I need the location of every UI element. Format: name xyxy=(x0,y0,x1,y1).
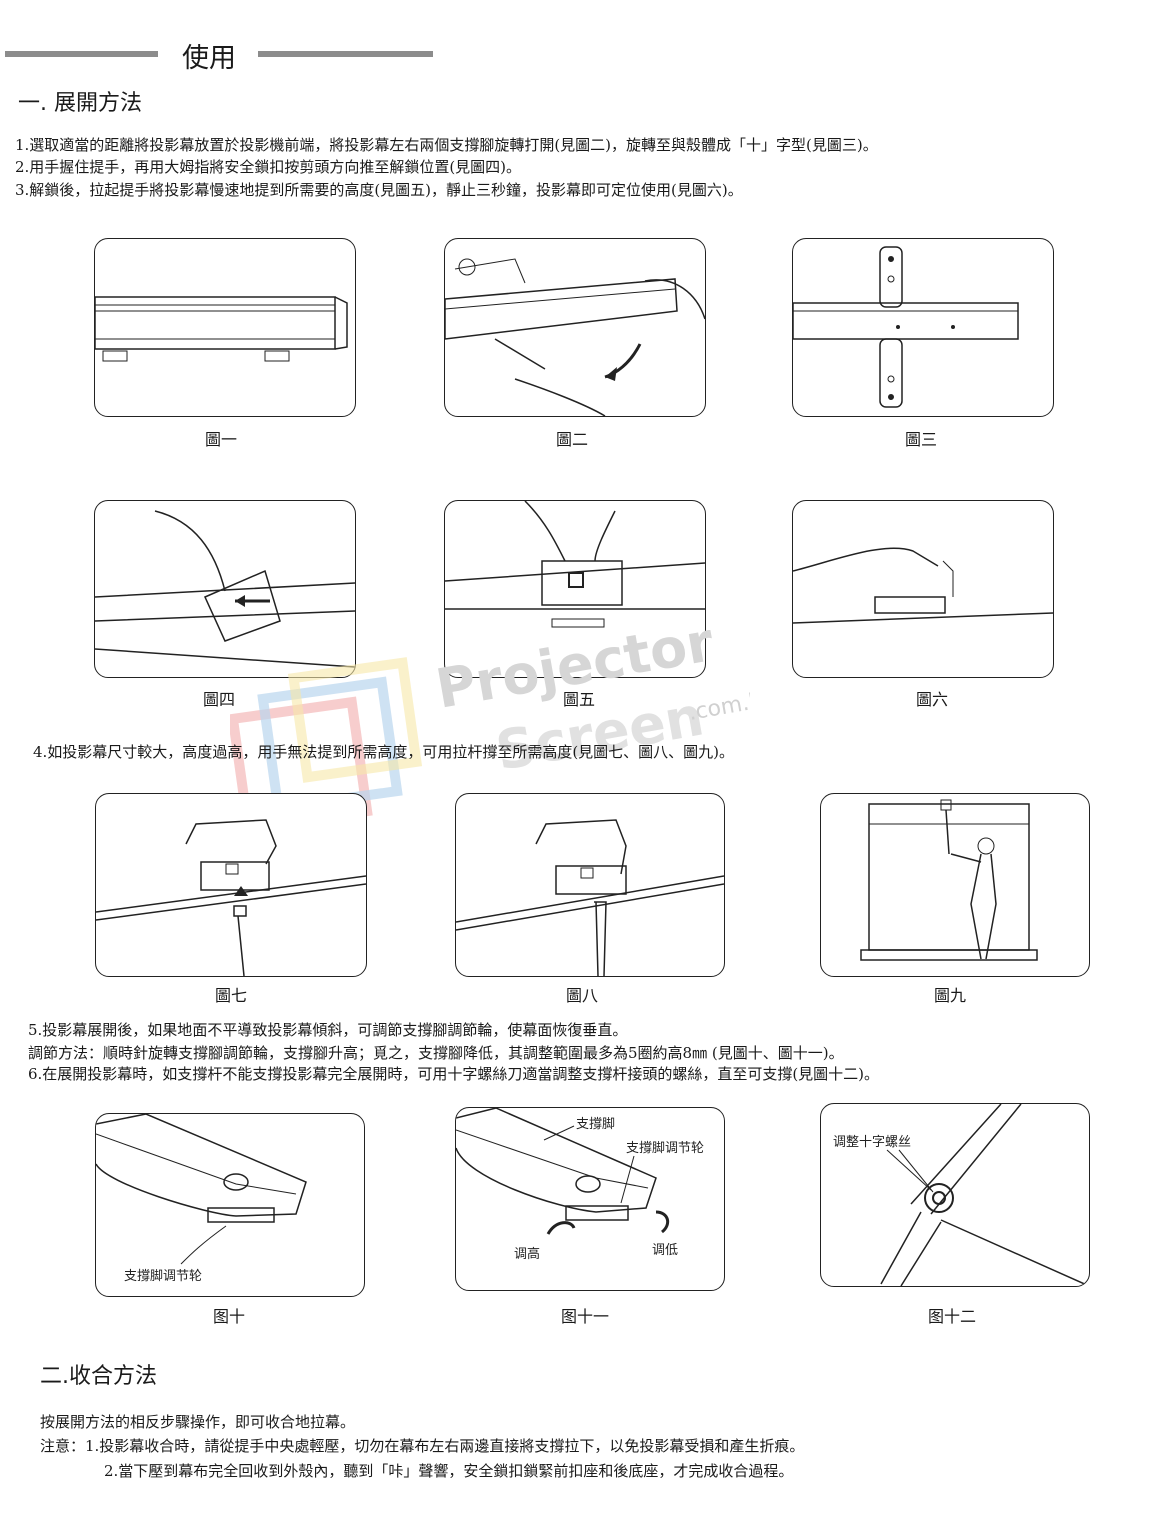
figure-11-foot-label: 支撐脚 xyxy=(576,1116,615,1132)
adjust-method: 調節方法：順時針旋轉支撐腳調節輪，支撐腳升高；覓之，支撐腳降低，其調整範圍最多為… xyxy=(28,1044,844,1062)
header-rule-right xyxy=(258,51,433,57)
figure-7-panel xyxy=(95,793,367,977)
step-1: 1.選取適當的距離將投影幕放置於投影機前端，將投影幕左右兩個支撐腳旋轉打開(見圖… xyxy=(15,136,878,154)
figure-10-wheel-label: 支撐脚调节轮 xyxy=(124,1268,202,1284)
figure-2-caption: 圖二 xyxy=(556,430,589,449)
figure-10-caption: 图十 xyxy=(213,1307,246,1326)
section2-note-1: 注意：1.投影幕收合時，請從提手中央處輕壓，切勿在幕布左右兩邊直接將支撐拉下，以… xyxy=(40,1437,805,1455)
figure-12-caption: 图十二 xyxy=(928,1307,977,1326)
step-3: 3.解鎖後，拉起提手將投影幕慢速地提到所需要的高度(見圖五)，靜止三秒鐘，投影幕… xyxy=(15,181,743,199)
figure-11-panel: 支撐脚 支撐脚调节轮 调高 调低 xyxy=(455,1107,725,1291)
figure-1-caption: 圖一 xyxy=(205,430,238,449)
section2-note-2: 2.當下壓到幕布完全回收到外殼內，聽到「咔」聲響，安全鎖扣鎖緊前扣座和後底座，才… xyxy=(104,1462,794,1480)
figure-9-caption: 圖九 xyxy=(934,986,967,1005)
section2-intro: 按展開方法的相反步驟操作，即可收合地拉幕。 xyxy=(40,1413,356,1431)
page-title: 使用 xyxy=(182,43,236,74)
step-4: 4.如投影幕尺寸較大，高度過高，用手無法提到所需高度，可用拉杆撐至所需高度(見圖… xyxy=(33,743,735,761)
figure-11-down-label: 调低 xyxy=(652,1243,678,1258)
figure-11-caption: 图十一 xyxy=(561,1307,610,1326)
figure-6-panel xyxy=(792,500,1054,678)
step-2: 2.用手握住提手，再用大姆指將安全鎖扣按剪頭方向推至解鎖位置(見圖四)。 xyxy=(15,158,522,176)
watermark-logo: Projector Screen .com.hk xyxy=(230,630,750,834)
figure-4-caption: 圖四 xyxy=(203,690,236,709)
step-5: 5.投影幕展開後，如果地面不平導致投影幕傾斜，可調節支撐腳調節輪，使幕面恢復垂直… xyxy=(28,1021,628,1039)
header-rule-left xyxy=(5,51,158,57)
figure-11-wheel-label: 支撐脚调节轮 xyxy=(626,1140,704,1156)
section2-heading: 二.收合方法 xyxy=(40,1364,157,1389)
step-6: 6.在展開投影幕時，如支撐杆不能支撐投影幕完全展開時，可用十字螺絲刀適當調整支撐… xyxy=(28,1065,880,1083)
figure-6-caption: 圖六 xyxy=(916,690,949,709)
figure-8-caption: 圖八 xyxy=(566,986,599,1005)
figure-3-caption: 圖三 xyxy=(905,430,938,449)
figure-10-panel: 支撐脚调节轮 xyxy=(95,1113,365,1297)
figure-5-panel xyxy=(444,500,706,678)
figure-5-caption: 圖五 xyxy=(563,690,596,709)
figure-11-up-label: 调高 xyxy=(514,1246,540,1262)
figure-9-panel xyxy=(820,793,1090,977)
figure-12-screw-label: 调整十字螺丝 xyxy=(833,1135,911,1150)
figure-8-panel xyxy=(455,793,725,977)
figure-1-panel xyxy=(94,238,356,417)
figure-7-caption: 圖七 xyxy=(215,986,248,1005)
section1-heading: 一. 展開方法 xyxy=(18,91,142,116)
figure-12-panel: 调整十字螺丝 xyxy=(820,1103,1090,1287)
figure-3-panel xyxy=(792,238,1054,417)
figure-4-panel xyxy=(94,500,356,678)
figure-2-panel xyxy=(444,238,706,417)
